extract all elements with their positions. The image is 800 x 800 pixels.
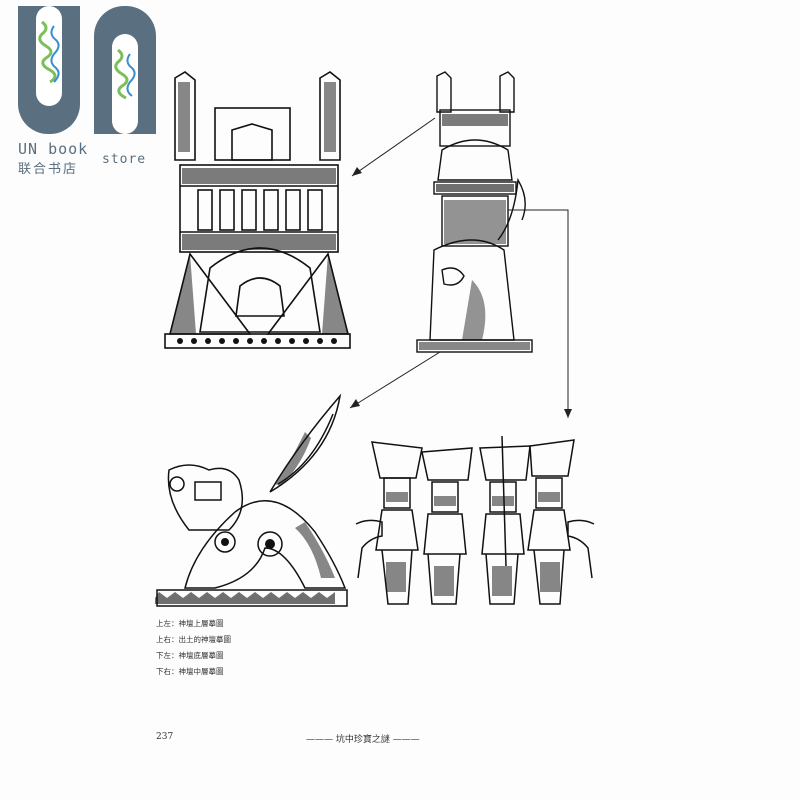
altar-complete-drawing — [416, 71, 533, 353]
arrow-to-lower-left — [349, 351, 441, 409]
altar-middle-layer-drawing — [355, 435, 595, 605]
arrow-to-upper-left — [351, 117, 436, 177]
caption-lower-right: 下右：神壇中層摹圖 — [156, 667, 224, 676]
logo-store-text: store — [102, 152, 147, 167]
caption-upper-left: 上左：神壇上層摹圖 — [156, 619, 224, 628]
altar-base-layer-drawing — [155, 393, 348, 607]
illustration-lower-left — [155, 392, 350, 610]
store-logo: UN book store 联合书店 — [14, 6, 164, 177]
illustration-upper-right — [412, 70, 537, 355]
logo-pattern-right — [114, 48, 136, 100]
figure-captions: 上左：神壇上層摹圖 上右：出土的神壇摹圖 下左：神壇底層摹圖 下右：神壇中層摹圖 — [156, 616, 231, 680]
running-title: ——— 坑中珍寶之謎 ——— — [306, 735, 420, 745]
connector-arrows — [349, 117, 572, 418]
caption-lower-left: 下左：神壇底層摹圖 — [156, 651, 224, 660]
caption-upper-right: 上右：出土的神壇摹圖 — [156, 635, 231, 644]
altar-upper-layer-drawing — [164, 71, 351, 349]
illustration-lower-right — [352, 432, 597, 612]
logo-pattern-left — [38, 20, 60, 84]
logo-brand-text: UN book — [18, 140, 89, 158]
logo-chinese-text: 联合书店 — [18, 162, 79, 177]
logo-letter-n — [94, 6, 156, 134]
arrow-to-lower-right — [508, 209, 569, 418]
illustration-upper-left — [160, 68, 355, 353]
page-number: 237 — [156, 732, 174, 742]
